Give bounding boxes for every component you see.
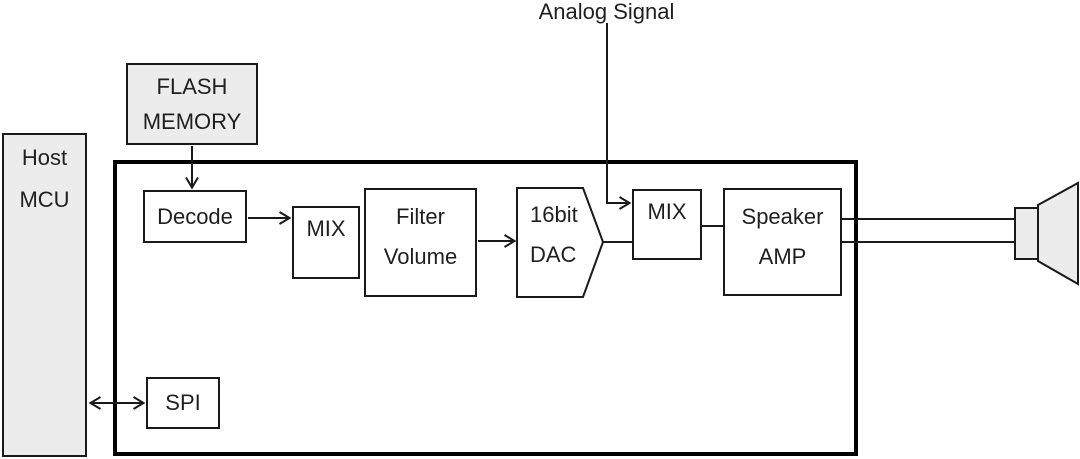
flash-memory-block: FLASH MEMORY xyxy=(126,63,258,145)
dac-label-line1: 16bit xyxy=(530,202,578,227)
spi-label: SPI xyxy=(165,390,201,415)
filter-volume-block: Filter Volume xyxy=(364,188,477,297)
filter-volume-label-line2: Volume xyxy=(383,244,458,269)
speaker-amp-block: Speaker AMP xyxy=(723,188,842,296)
speaker-horn xyxy=(1037,181,1079,286)
flash-memory-label-line1: FLASH xyxy=(156,74,228,99)
analog-signal-label: Analog Signal xyxy=(538,0,675,24)
flash-memory-label-line2: MEMORY xyxy=(142,109,242,134)
host-mcu-label-line1: Host xyxy=(21,145,68,170)
mix1-block: MIX xyxy=(292,206,360,279)
dac-label-line2: DAC xyxy=(530,242,577,267)
host-mcu-block: Host MCU xyxy=(2,133,87,457)
dac-block: 16bit DAC xyxy=(517,188,583,297)
speaker-amp-label-line1: Speaker xyxy=(741,204,824,229)
mix1-label: MIX xyxy=(306,216,346,241)
decode-block: Decode xyxy=(143,190,247,243)
spi-block: SPI xyxy=(146,377,220,429)
decode-label: Decode xyxy=(157,203,233,229)
filter-volume-label-line1: Filter xyxy=(396,204,445,229)
mix2-label: MIX xyxy=(647,199,687,224)
speaker-amp-label-line2: AMP xyxy=(758,244,807,269)
speaker-driver xyxy=(1014,207,1039,260)
mix2-block: MIX xyxy=(632,189,702,260)
host-mcu-label-line2: MCU xyxy=(19,187,70,212)
speaker-icon xyxy=(1014,181,1079,286)
chip-boundary xyxy=(113,160,858,456)
